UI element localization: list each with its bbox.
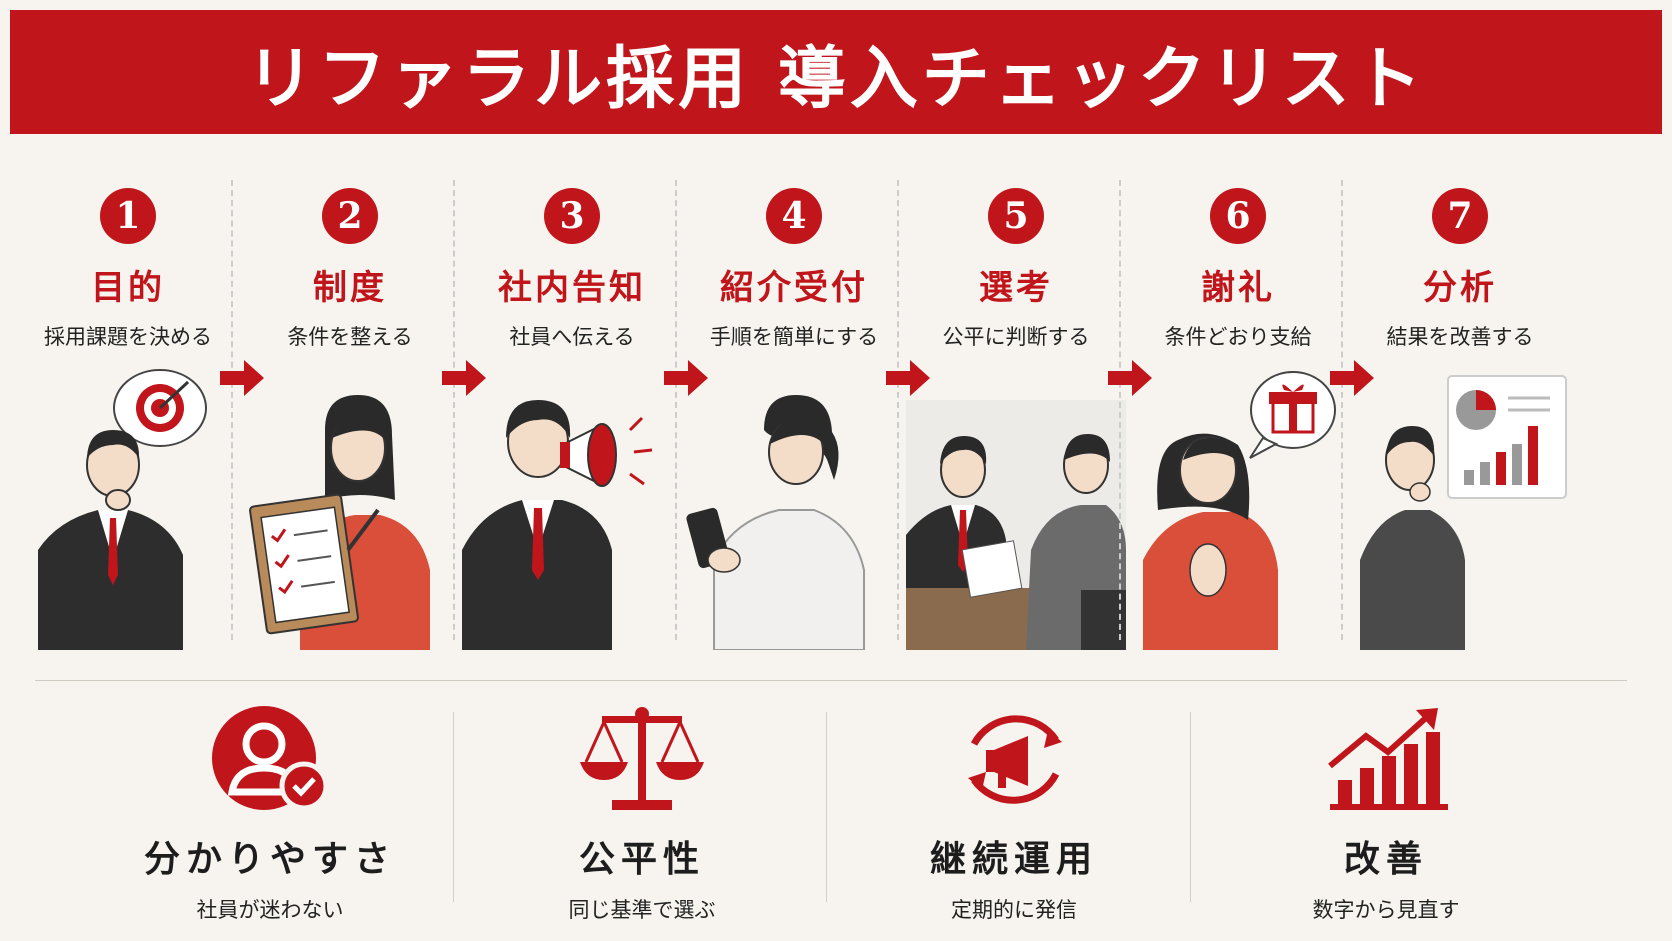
feature-divider <box>1190 712 1191 902</box>
step-subtitle: 手順を簡単にする <box>709 325 879 349</box>
step-title: 分析 <box>1423 268 1497 308</box>
step-subtitle: 公平に判断する <box>942 325 1090 349</box>
interview-icon <box>906 400 1126 650</box>
feature-subtitle: 社員が迷わない <box>196 898 344 922</box>
step-number: 2 <box>322 188 378 244</box>
arrow-right-icon <box>1108 360 1152 396</box>
step-divider <box>453 180 455 640</box>
feature-continuity: 継続運用 定期的に発信 <box>834 700 1194 930</box>
step-title: 制度 <box>313 268 387 308</box>
clipboard-checklist-icon <box>249 395 430 650</box>
step-number: 1 <box>100 188 156 244</box>
step-1: 1 目的 採用課題を決める <box>10 180 246 652</box>
step-title: 紹介受付 <box>720 268 868 308</box>
step-divider <box>231 180 233 640</box>
step-number: 6 <box>1210 188 1266 244</box>
section-separator <box>35 680 1627 681</box>
page-title: リファラル採用 導入チェックリスト <box>246 38 1426 119</box>
arrow-right-icon <box>1330 360 1374 396</box>
feature-improvement: 改善 数字から見直す <box>1206 700 1566 930</box>
step-subtitle: 採用課題を決める <box>44 325 212 349</box>
megaphone-cycle-icon <box>968 715 1062 804</box>
feature-title: 分かりやすさ <box>143 838 396 880</box>
target-thought-icon <box>38 369 207 650</box>
feature-subtitle: 数字から見直す <box>1312 898 1460 922</box>
step-number: 5 <box>988 188 1044 244</box>
step-title: 社内告知 <box>498 268 646 308</box>
feature-fairness: 公平性 同じ基準で選ぶ <box>462 700 822 930</box>
growth-chart-icon <box>1328 708 1448 810</box>
feature-divider <box>453 712 454 902</box>
step-divider <box>675 180 677 640</box>
step-subtitle: 条件を整える <box>287 325 413 349</box>
feature-divider <box>826 712 827 902</box>
user-check-icon <box>212 706 329 811</box>
step-title: 謝礼 <box>1201 268 1275 308</box>
chart-analysis-icon <box>1360 375 1567 650</box>
arrow-right-icon <box>886 360 930 396</box>
step-divider <box>897 180 899 640</box>
step-title: 目的 <box>91 268 165 308</box>
megaphone-icon <box>462 400 653 650</box>
step-3: 3 社内告知 社員へ伝える <box>454 180 690 652</box>
step-subtitle: 条件どおり支給 <box>1164 325 1312 349</box>
step-7: 7 分析 結果を改善する <box>1342 180 1578 652</box>
step-divider <box>1119 180 1121 640</box>
feature-subtitle: 同じ基準で選ぶ <box>568 898 716 922</box>
arrow-right-icon <box>220 360 264 396</box>
arrow-right-icon <box>442 360 486 396</box>
key-points: 分かりやすさ 社員が迷わない 公平性 同じ基準で選ぶ 継続運用 <box>10 700 1662 930</box>
step-2: 2 制度 条件を整える <box>232 180 468 652</box>
title-banner: リファラル採用 導入チェックリスト <box>10 10 1662 134</box>
step-subtitle: 結果を改善する <box>1386 325 1534 349</box>
feature-title: 公平性 <box>578 838 705 880</box>
feature-title: 改善 <box>1343 838 1428 880</box>
arrow-right-icon <box>664 360 708 396</box>
step-5: 5 選考 公平に判断する <box>898 180 1134 652</box>
step-divider <box>1341 180 1343 640</box>
smartphone-icon <box>686 395 865 650</box>
step-number: 4 <box>766 188 822 244</box>
steps-row: 1 目的 採用課題を決める 2 制度 条件を整える <box>10 180 1662 660</box>
step-subtitle: 社員へ伝える <box>509 325 635 349</box>
step-6: 6 謝礼 条件どおり支給 <box>1120 180 1356 652</box>
step-number: 3 <box>544 188 600 244</box>
step-title: 選考 <box>979 268 1053 308</box>
step-number: 7 <box>1432 188 1488 244</box>
step-4: 4 紹介受付 手順を簡単にする <box>676 180 912 652</box>
gift-icon <box>1143 371 1336 650</box>
feature-subtitle: 定期的に発信 <box>951 898 1077 922</box>
feature-title: 継続運用 <box>929 838 1098 880</box>
scale-icon <box>580 707 704 810</box>
feature-clarity: 分かりやすさ 社員が迷わない <box>90 700 450 930</box>
